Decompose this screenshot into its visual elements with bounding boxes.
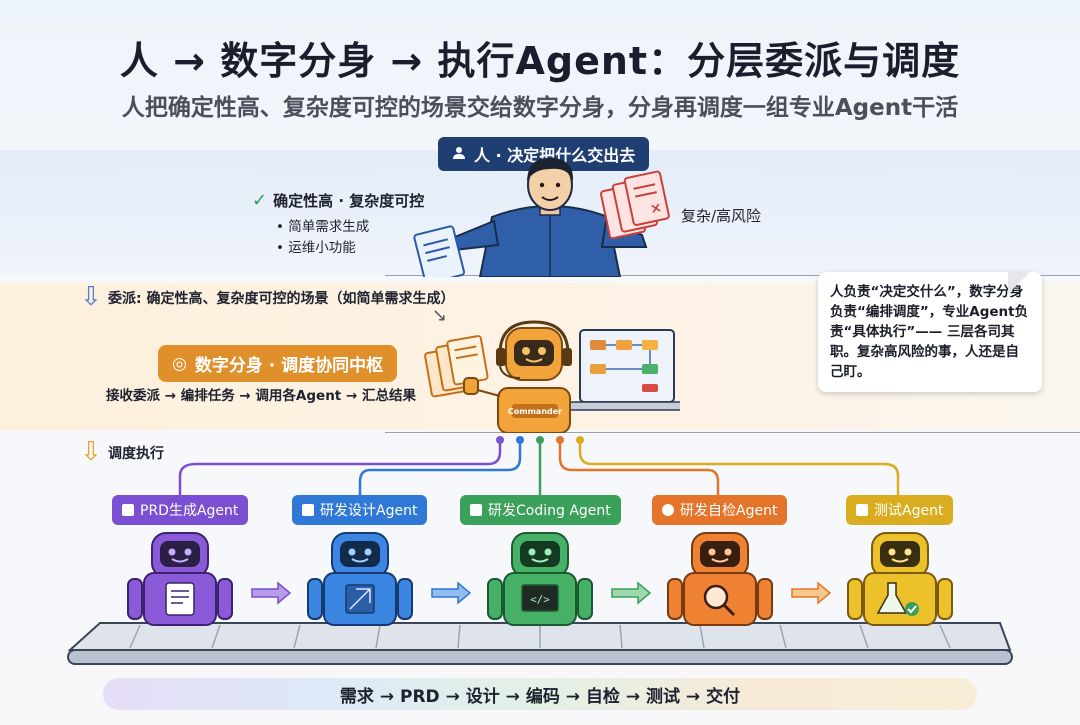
- divider-line: [385, 432, 1080, 433]
- curved-arrow-icon: ↘: [432, 305, 448, 326]
- design-robot-icon: [307, 532, 413, 626]
- agent-label-test: 测试Agent: [846, 495, 954, 525]
- check-icon: ✓: [252, 190, 268, 211]
- svg-text:</>: </>: [530, 593, 550, 606]
- test-robot-icon: [847, 532, 953, 626]
- page-subtitle: 人把确定性高、复杂度可控的场景交给数字分身，分身再调度一组专业Agent干活: [121, 95, 959, 121]
- target-icon: ◎: [172, 353, 187, 374]
- risk-label: 复杂/高风险: [681, 207, 762, 225]
- person-icon: [452, 145, 466, 164]
- agent-label-prd: PRD生成Agent: [112, 495, 249, 525]
- down-arrow-icon: ⇩: [80, 282, 102, 312]
- good-heading: ✓ 确定性高 · 复杂度可控: [252, 190, 425, 211]
- pipeline-bar: 需求 → PRD → 设计 → 编码 → 自检 → 测试 → 交付: [103, 678, 977, 710]
- human-label: 人 · 决定把什么交出去: [438, 137, 650, 171]
- conveyor-illustration: </>: [67, 532, 1013, 665]
- shield-icon: [662, 504, 674, 516]
- checkbox-icon: [302, 504, 314, 516]
- checkbox-icon: [122, 504, 134, 516]
- flow-arrows: [251, 581, 832, 605]
- schedule-text: 调度执行: [108, 446, 164, 462]
- selfcheck-robot-icon: [667, 532, 773, 626]
- summary-note: 人负责“决定交什么”，数字分身负责“编排调度”，专业Agent负责“具体执行”—…: [818, 272, 1042, 392]
- commander-robot-illustration: Commander: [424, 320, 680, 433]
- dispatch-connectors: [178, 436, 900, 495]
- agent-label-design: 研发设计Agent: [292, 495, 428, 525]
- checkbox-icon: [470, 504, 482, 516]
- note-fold: [1008, 272, 1030, 294]
- good-item: • 运维小功能: [276, 240, 356, 256]
- delegate-text: 委派: 确定性高、复杂度可控的场景（如简单需求生成）: [108, 291, 455, 307]
- down-arrow-icon: ⇩: [80, 437, 102, 467]
- person-illustration: ×: [413, 157, 670, 277]
- coding-robot-icon: </>: [487, 532, 593, 626]
- prd-robot-icon: [127, 532, 233, 626]
- agent-label-selfcheck: 研发自检Agent: [652, 495, 788, 525]
- good-item: • 简单需求生成: [276, 219, 370, 235]
- twin-label: ◎ 数字分身 · 调度协同中枢: [158, 345, 398, 382]
- divider-line: [385, 275, 1080, 276]
- page-title: 人 → 数字分身 → 执行Agent：分层委派与调度: [119, 39, 961, 83]
- svg-text:Commander: Commander: [508, 407, 562, 416]
- svg-text:×: ×: [649, 200, 664, 218]
- checkbox-icon: [856, 504, 868, 516]
- agent-label-coding: 研发Coding Agent: [460, 495, 621, 525]
- twin-flow: 接收委派 → 编排任务 → 调用各Agent → 汇总结果: [106, 388, 416, 404]
